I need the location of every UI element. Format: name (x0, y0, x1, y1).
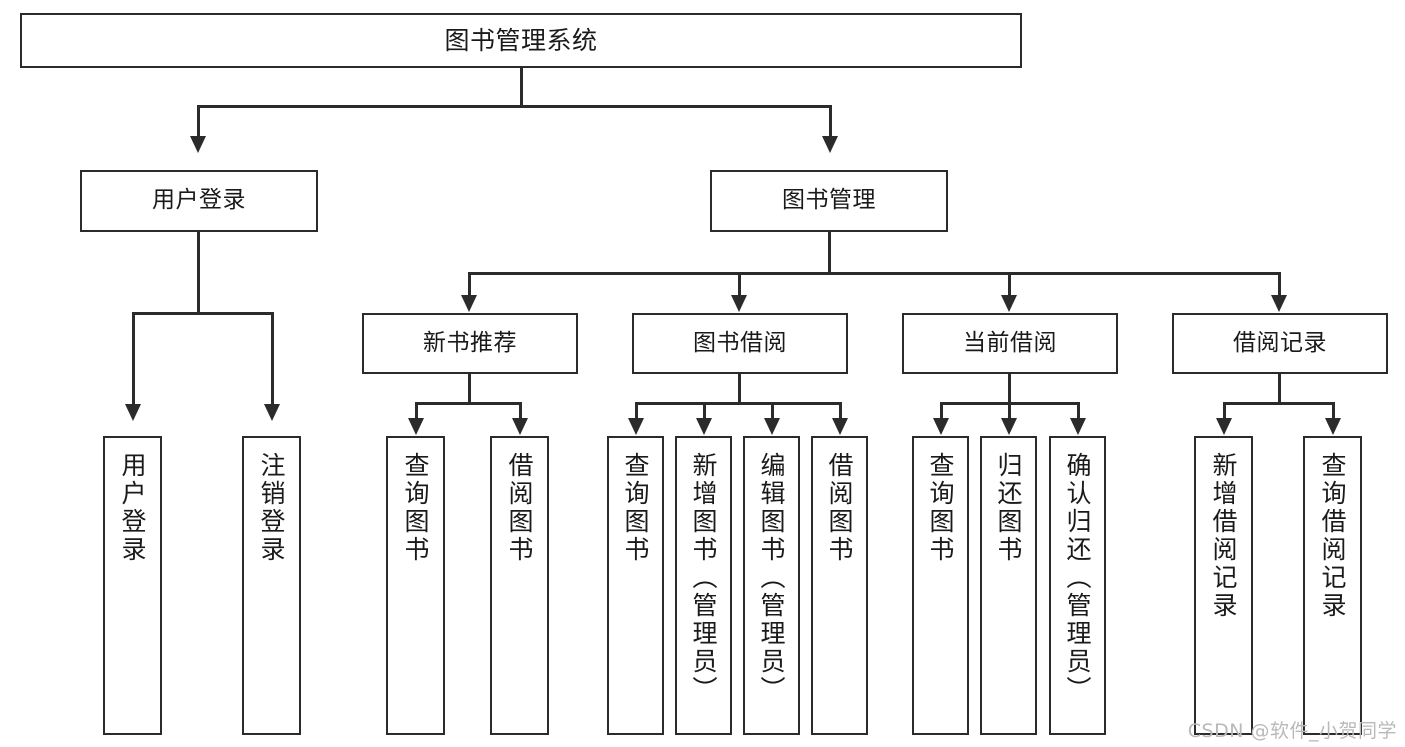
arrowhead-current-borrow-leaf-1 (1001, 418, 1017, 435)
node-label: 确认归还（管理员） (1063, 452, 1092, 704)
node-label: 新书推荐 (423, 329, 517, 356)
connector-user-login-to-leaf-1 (271, 312, 274, 405)
connector-new-book-to-leaf-0 (415, 402, 418, 425)
arrowhead-lvl3-3 (1271, 295, 1287, 312)
connector-borrow-record-stem (1278, 374, 1281, 404)
leaf-new-book-borrow-book[interactable]: 借阅图书 (490, 436, 549, 735)
node-current-borrow[interactable]: 当前借阅 (902, 313, 1118, 374)
leaf-current-borrow-return-book[interactable]: 归还图书 (980, 436, 1037, 735)
leaf-borrow-record-add-record[interactable]: 新增借阅记录 (1194, 436, 1253, 735)
node-label: 用户登录 (118, 452, 147, 564)
leaf-user-login-login[interactable]: 用户登录 (103, 436, 162, 735)
node-root-system[interactable]: 图书管理系统 (20, 13, 1022, 68)
leaf-current-borrow-confirm-return-admin[interactable]: 确认归还（管理员） (1049, 436, 1106, 735)
arrowhead-user-login (190, 136, 206, 153)
connector-book-mgmt-to-lvl3-1 (738, 272, 741, 298)
node-new-book-recommend[interactable]: 新书推荐 (362, 313, 578, 374)
arrowhead-book-borrow-leaf-2 (764, 418, 780, 435)
node-user-login[interactable]: 用户登录 (80, 170, 318, 232)
connector-book-mgmt-to-lvl3-3 (1278, 272, 1281, 298)
connector-book-borrow-to-leaf-1 (703, 402, 706, 425)
connector-root-to-book-mgmt (829, 105, 832, 138)
node-label: 查询图书 (401, 452, 430, 564)
arrowhead-book-mgmt (822, 136, 838, 153)
connector-current-borrow-stem (1008, 374, 1011, 404)
arrowhead-lvl3-0 (461, 295, 477, 312)
connector-current-borrow-to-leaf-0 (940, 402, 943, 425)
connector-root-bus (198, 105, 832, 108)
node-book-borrow[interactable]: 图书借阅 (632, 313, 848, 374)
node-label: 查询图书 (621, 452, 650, 564)
node-label: 查询借阅记录 (1318, 452, 1347, 620)
leaf-current-borrow-query-book[interactable]: 查询图书 (912, 436, 969, 735)
node-label: 归还图书 (994, 452, 1023, 564)
arrowhead-book-borrow-leaf-1 (696, 418, 712, 435)
connector-user-login-to-leaf-0 (132, 312, 135, 405)
node-label: 图书管理系统 (444, 25, 598, 55)
connector-book-mgmt-bus (469, 272, 1281, 275)
leaf-new-book-query-book[interactable]: 查询图书 (386, 436, 445, 735)
arrowhead-borrow-record-leaf-0 (1216, 418, 1232, 435)
connector-book-mgmt-stem (828, 232, 831, 274)
node-label: 用户登录 (152, 187, 246, 214)
arrowhead-new-book-leaf-1 (512, 418, 528, 435)
arrowhead-lvl3-2 (1001, 295, 1017, 312)
connector-borrow-record-to-leaf-1 (1332, 402, 1335, 425)
node-label: 当前借阅 (963, 329, 1057, 356)
node-borrow-record[interactable]: 借阅记录 (1172, 313, 1388, 374)
connector-new-book-to-leaf-1 (519, 402, 522, 425)
connector-book-borrow-to-leaf-2 (771, 402, 774, 425)
connector-borrow-record-bus (1224, 402, 1334, 405)
arrowhead-new-book-leaf-0 (408, 418, 424, 435)
node-label: 注销登录 (257, 452, 286, 564)
connector-book-mgmt-to-lvl3-0 (468, 272, 471, 298)
node-book-management[interactable]: 图书管理 (710, 170, 948, 232)
leaf-book-borrow-query-book[interactable]: 查询图书 (607, 436, 664, 735)
arrowhead-borrow-record-leaf-1 (1325, 418, 1341, 435)
node-label: 编辑图书（管理员） (757, 452, 786, 704)
connector-borrow-record-to-leaf-0 (1223, 402, 1226, 425)
arrowhead-book-borrow-leaf-0 (628, 418, 644, 435)
connector-new-book-stem (468, 374, 471, 404)
node-label: 借阅图书 (505, 452, 534, 564)
arrowhead-lvl3-1 (731, 295, 747, 312)
leaf-book-borrow-edit-book-admin[interactable]: 编辑图书（管理员） (743, 436, 800, 735)
arrowhead-book-borrow-leaf-3 (832, 418, 848, 435)
connector-book-borrow-to-leaf-0 (635, 402, 638, 425)
connector-current-borrow-to-leaf-2 (1077, 402, 1080, 425)
arrowhead-user-login-leaf-1 (264, 404, 280, 421)
node-label: 查询图书 (926, 452, 955, 564)
node-label: 新增借阅记录 (1209, 452, 1238, 620)
connector-root-to-user-login (197, 105, 200, 138)
connector-book-mgmt-to-lvl3-2 (1008, 272, 1011, 298)
connector-current-borrow-to-leaf-1 (1008, 402, 1011, 425)
connector-user-login-stem (197, 232, 200, 314)
connector-root-stem (520, 68, 523, 107)
node-label: 图书管理 (782, 187, 876, 214)
leaf-user-login-logout[interactable]: 注销登录 (242, 436, 301, 735)
node-label: 借阅记录 (1233, 329, 1327, 356)
connector-new-book-bus (416, 402, 521, 405)
connector-user-login-bus (133, 312, 273, 315)
arrowhead-user-login-leaf-0 (125, 404, 141, 421)
connector-book-borrow-bus (636, 402, 841, 405)
arrowhead-current-borrow-leaf-0 (933, 418, 949, 435)
leaf-book-borrow-add-book-admin[interactable]: 新增图书（管理员） (675, 436, 732, 735)
leaf-book-borrow-borrow-book[interactable]: 借阅图书 (811, 436, 868, 735)
node-label: 图书借阅 (693, 329, 787, 356)
connector-book-borrow-to-leaf-3 (839, 402, 842, 425)
arrowhead-current-borrow-leaf-2 (1070, 418, 1086, 435)
node-label: 借阅图书 (825, 452, 854, 564)
node-label: 新增图书（管理员） (689, 452, 718, 704)
connector-book-borrow-stem (738, 374, 741, 404)
leaf-borrow-record-query-record[interactable]: 查询借阅记录 (1303, 436, 1362, 735)
